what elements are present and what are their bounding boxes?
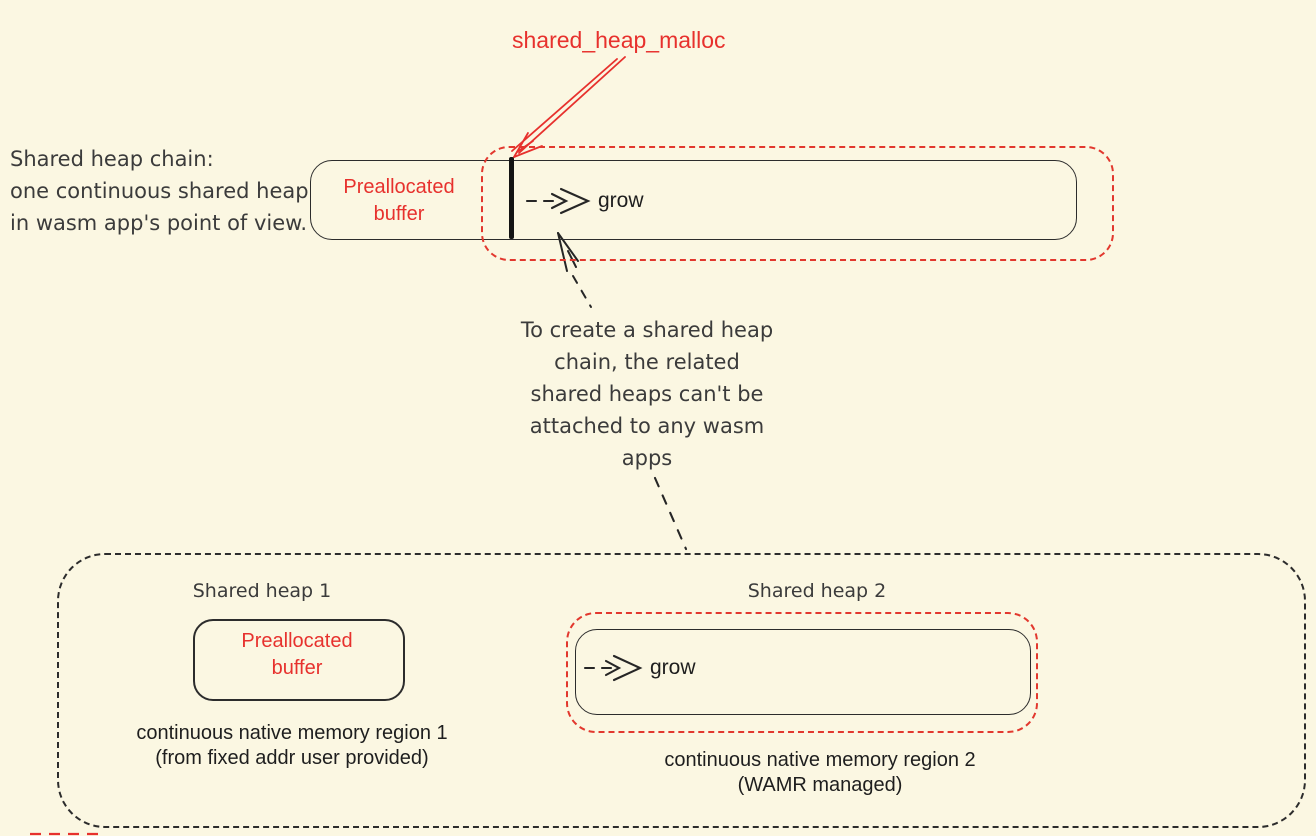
caption-line: Shared heap chain: <box>10 147 214 171</box>
native-regions-group-box <box>57 553 1306 828</box>
note-line: attached to any wasm <box>529 414 765 438</box>
caption-line: in wasm app's point of view. <box>10 211 308 235</box>
prealloc-segment-label: Preallocated buffer <box>315 174 483 228</box>
heap1-prealloc-label: Preallocated buffer <box>213 628 381 682</box>
heap1-caption-line: continuous native memory region 1 <box>136 722 448 744</box>
heap1-caption: continuous native memory region 1 (from … <box>102 721 482 771</box>
malloc-label: shared_heap_malloc <box>512 27 726 53</box>
segment-divider-bar <box>509 157 514 239</box>
note-connector-line <box>653 476 688 551</box>
heap2-box <box>575 629 1031 715</box>
heap2-title: Shared heap 2 <box>747 580 887 602</box>
heap2-caption-line: (WAMR managed) <box>737 774 903 796</box>
grow-label-chain: grow <box>598 189 644 212</box>
note-line: shared heaps can't be <box>530 382 764 406</box>
prealloc-label-line: Preallocated <box>343 176 455 198</box>
heap1-caption-line: (from fixed addr user provided) <box>155 747 429 769</box>
heap1-title: Shared heap 1 <box>192 580 332 602</box>
prealloc-label-line: Preallocated <box>241 630 353 652</box>
heap2-caption: continuous native memory region 2 (WAMR … <box>630 748 1010 798</box>
note-line: chain, the related <box>554 350 740 374</box>
heap2-dashed-outline <box>566 612 1038 733</box>
heap2-caption-line: continuous native memory region 2 <box>664 749 976 771</box>
grow-arrow-heap2 <box>583 654 643 682</box>
heap1-box <box>193 619 405 701</box>
grow-label-heap2: grow <box>650 656 696 679</box>
note-text: To create a shared heap chain, the relat… <box>478 314 816 474</box>
shared-heap-chain-dashed-outline <box>481 146 1114 261</box>
heap-chain-box <box>310 160 1077 240</box>
prealloc-label-line: buffer <box>271 657 323 679</box>
malloc-arrow <box>511 56 626 158</box>
note-line: To create a shared heap <box>520 318 774 342</box>
grow-arrow-chain <box>525 187 591 215</box>
heap-chain-caption: Shared heap chain: one continuous shared… <box>10 143 346 239</box>
note-line: apps <box>621 446 673 470</box>
prealloc-label-line: buffer <box>373 203 425 225</box>
caption-line: one continuous shared heap <box>10 179 309 203</box>
